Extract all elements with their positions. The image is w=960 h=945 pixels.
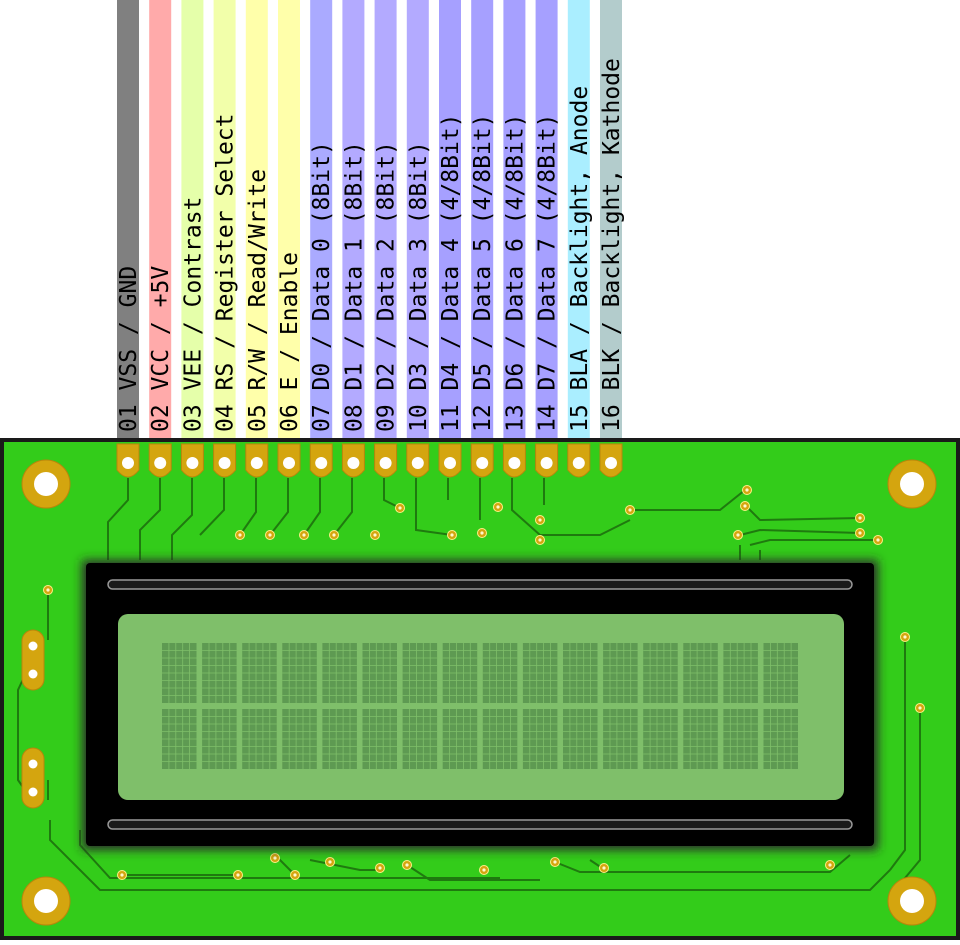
char-cell-r1-c7 bbox=[402, 643, 438, 703]
side-slot-2 bbox=[21, 747, 45, 809]
char-cell-r2-c1 bbox=[162, 709, 197, 769]
pin-label-10: 10 D3 / Data 3 (8Bit) bbox=[406, 141, 432, 432]
trace-32 bbox=[554, 854, 851, 873]
trace-4 bbox=[199, 478, 225, 536]
pin-label-14: 14 D7 / Data 7 (4/8Bit) bbox=[535, 114, 561, 433]
pin-label-12: 12 D5 / Data 5 (4/8Bit) bbox=[470, 114, 496, 433]
char-cell-r2-c13 bbox=[643, 709, 678, 769]
pin-label-16: 16 BLK / Backlight, Kathode bbox=[599, 58, 625, 432]
char-cell-r1-c16 bbox=[763, 643, 798, 703]
pin-label-13: 13 D6 / Data 6 (4/8Bit) bbox=[502, 114, 528, 433]
trace-9 bbox=[383, 478, 401, 509]
pin-strip-4 bbox=[213, 0, 236, 440]
char-cell-r2-c11 bbox=[563, 709, 598, 769]
pin-label-2: 02 VCC / +5V bbox=[148, 266, 174, 432]
pin-strip-16 bbox=[600, 0, 622, 440]
char-cell-r2-c9 bbox=[482, 709, 518, 769]
pin-label-4: 04 RS / Register Select bbox=[213, 114, 239, 433]
trace-2 bbox=[139, 478, 161, 560]
pin-label-8: 08 D1 / Data 1 (8Bit) bbox=[341, 141, 367, 432]
char-cell-r2-c2 bbox=[202, 709, 237, 769]
lcd-screen bbox=[82, 560, 878, 850]
side-slots bbox=[21, 629, 45, 809]
pin-label-11: 11 D4 / Data 4 (4/8Bit) bbox=[438, 114, 464, 433]
lcd-module-board bbox=[0, 438, 960, 940]
trace-8 bbox=[333, 478, 353, 536]
pin-strip-10 bbox=[406, 0, 429, 440]
pin-label-5: 05 R/W / Read/Write bbox=[245, 169, 271, 432]
char-cell-r1-c12 bbox=[603, 643, 638, 703]
trace-17 bbox=[739, 528, 861, 536]
pin-label-6: 06 E / Enable bbox=[277, 252, 303, 432]
char-cell-r1-c3 bbox=[242, 643, 277, 703]
trace-7 bbox=[303, 478, 321, 536]
trace-31 bbox=[406, 864, 540, 881]
char-cell-r2-c16 bbox=[763, 709, 798, 769]
char-cell-r2-c12 bbox=[603, 709, 638, 769]
char-cell-r1-c5 bbox=[322, 643, 357, 703]
bezel-rail-bottom bbox=[107, 819, 853, 830]
pin-strip-9 bbox=[374, 0, 397, 440]
char-cell-r2-c8 bbox=[442, 709, 478, 769]
char-cell-r2-c6 bbox=[362, 709, 397, 769]
pin-header-pads bbox=[116, 443, 623, 478]
pin-label-7: 07 D0 / Data 0 (8Bit) bbox=[309, 141, 335, 432]
pin-strip-5 bbox=[245, 0, 268, 440]
pin-strip-15 bbox=[567, 0, 590, 440]
char-cell-r1-c6 bbox=[362, 643, 397, 703]
trace-26 bbox=[49, 820, 891, 891]
trace-27 bbox=[79, 830, 500, 879]
char-cell-r2-c14 bbox=[683, 709, 718, 769]
mounting-holes bbox=[21, 459, 937, 926]
char-cell-r1-c9 bbox=[482, 643, 518, 703]
bezel-rail-top bbox=[107, 579, 853, 590]
char-cell-r2-c4 bbox=[282, 709, 317, 769]
side-slot-1 bbox=[21, 629, 45, 691]
pin-label-9: 09 D2 / Data 2 (8Bit) bbox=[374, 141, 400, 432]
char-cell-r1-c2 bbox=[202, 643, 237, 703]
char-cell-r2-c5 bbox=[322, 709, 357, 769]
char-cell-r1-c4 bbox=[282, 643, 317, 703]
char-cell-r2-c15 bbox=[723, 709, 758, 769]
char-cell-r1-c13 bbox=[643, 643, 678, 703]
pin-strip-11 bbox=[439, 0, 461, 440]
char-cell-r1-c10 bbox=[522, 643, 558, 703]
lcd-glass bbox=[118, 614, 844, 800]
pin-strip-3 bbox=[181, 0, 204, 440]
pin-label-3: 03 VEE / Contrast bbox=[180, 197, 206, 432]
pin-label-15: 15 BLA / Backlight, Anode bbox=[567, 86, 593, 432]
char-cell-r1-c1 bbox=[162, 643, 197, 703]
trace-1 bbox=[107, 478, 129, 560]
pin-strip-14 bbox=[535, 0, 558, 440]
trace-10 bbox=[415, 478, 453, 536]
char-cell-r1-c15 bbox=[723, 643, 758, 703]
char-cell-r1-c11 bbox=[563, 643, 598, 703]
trace-16 bbox=[744, 504, 861, 522]
pin-strip-12 bbox=[471, 0, 494, 440]
pin-label-1: 01 VSS / GND bbox=[116, 266, 142, 432]
char-cell-r2-c10 bbox=[522, 709, 558, 769]
pin-strip-1 bbox=[117, 0, 139, 440]
char-cell-r1-c8 bbox=[442, 643, 478, 703]
pin-strip-8 bbox=[342, 0, 365, 440]
pin-strip-7 bbox=[310, 0, 333, 440]
trace-15 bbox=[630, 489, 746, 511]
pcb-vias bbox=[43, 485, 925, 880]
trace-5 bbox=[239, 478, 257, 536]
pin-strip-13 bbox=[503, 0, 526, 440]
pin-strip-6 bbox=[278, 0, 300, 440]
char-cell-r2-c7 bbox=[402, 709, 438, 769]
trace-6 bbox=[269, 478, 289, 536]
trace-18 bbox=[749, 539, 878, 546]
char-cell-r1-c14 bbox=[683, 643, 718, 703]
pin-strip-2 bbox=[149, 0, 172, 440]
char-cell-r2-c3 bbox=[242, 709, 277, 769]
trace-24 bbox=[889, 637, 906, 871]
trace-3 bbox=[171, 478, 193, 560]
